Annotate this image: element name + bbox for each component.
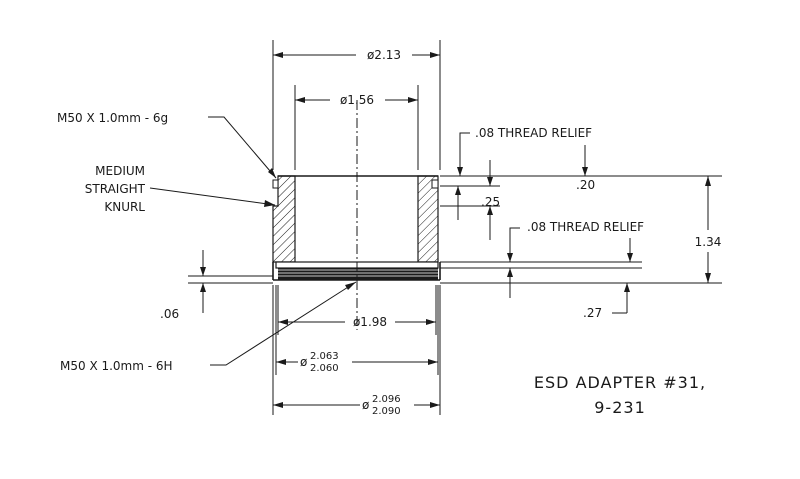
base-dia-min: 2.090 [372, 406, 401, 417]
dim-inner-dia: ø1.98 [278, 315, 436, 329]
outer-dia-label: ø2.13 [367, 48, 401, 62]
relief-lower-label: .08 THREAD RELIEF [527, 220, 644, 234]
thread-len-label: .20 [576, 178, 595, 192]
dim-outer-dia: ø2.13 [273, 48, 440, 62]
dim-thread-relief-upper: .08 THREAD RELIEF .20 [457, 126, 595, 192]
callout-thread-female: M50 X 1.0mm - 6H [60, 281, 357, 373]
thread-relief-left [272, 179, 279, 189]
dim-base-height: .27 [583, 283, 630, 320]
relief-upper-label: .08 THREAD RELIEF [475, 126, 592, 140]
pilot-dia-min: 2.060 [310, 363, 339, 374]
title-line1: ESD ADAPTER #31, [534, 373, 706, 392]
dim-knurl-len: .25 [440, 160, 500, 240]
lip-label: .06 [160, 307, 179, 321]
part-section [272, 100, 441, 330]
knurl-line2: STRAIGHT [85, 182, 146, 196]
bore-dia-label: ø1.56 [340, 93, 374, 107]
dim-base-dia: ø 2.096 2.090 [273, 394, 440, 417]
callout-knurl: MEDIUM STRAIGHT KNURL [85, 164, 276, 214]
overall-height-label: 1.34 [695, 235, 722, 249]
thread-relief-upper [431, 179, 439, 189]
dim-lip: .06 [160, 250, 206, 321]
pilot-dia-prefix: ø [300, 355, 307, 369]
callout-thread-male: M50 X 1.0mm - 6g [57, 111, 277, 179]
base-dia-max: 2.096 [372, 394, 401, 405]
dim-bore-dia: ø1.56 [295, 93, 418, 107]
extension-lines [188, 40, 722, 415]
dim-overall-height: 1.34 [695, 176, 722, 283]
title-line2: 9-231 [594, 398, 646, 417]
inner-dia-label: ø1.98 [353, 315, 387, 329]
base-dia-prefix: ø [362, 398, 369, 412]
internal-thread-band [278, 268, 438, 280]
dim-thread-relief-lower: .08 THREAD RELIEF [507, 220, 644, 298]
thread-male-label: M50 X 1.0mm - 6g [57, 111, 168, 125]
right-wall-section [417, 175, 439, 263]
left-wall-section [272, 175, 296, 263]
base-height-label: .27 [583, 306, 602, 320]
knurl-line1: MEDIUM [95, 164, 145, 178]
dim-pilot-dia: ø 2.063 2.060 [276, 351, 438, 374]
knurl-len-label: .25 [481, 195, 500, 209]
pilot-dia-max: 2.063 [310, 351, 339, 362]
knurl-line3: KNURL [104, 200, 145, 214]
title-block: ESD ADAPTER #31, 9-231 [534, 373, 706, 417]
thread-female-label: M50 X 1.0mm - 6H [60, 359, 173, 373]
